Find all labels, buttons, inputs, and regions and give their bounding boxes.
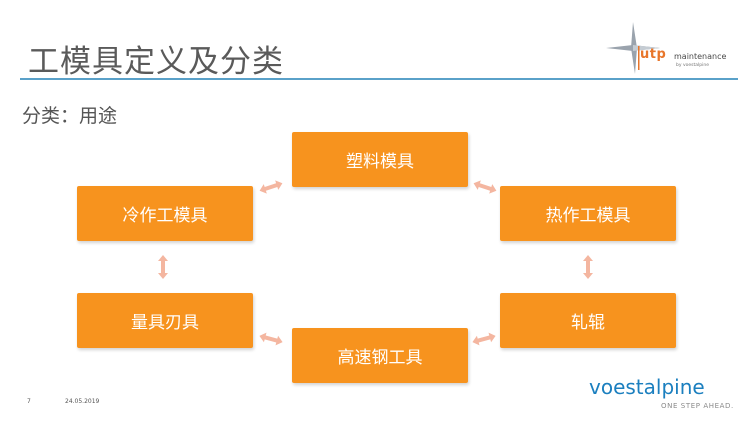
double-arrow-icon	[583, 255, 593, 279]
utp-logo-text: utp	[640, 47, 667, 62]
voestalpine-tagline: ONE STEP AHEAD.	[661, 402, 734, 410]
slide-title: 工模具定义及分类	[28, 44, 284, 80]
node-plastic-mold: 塑料模具	[292, 132, 468, 187]
double-arrow-icon	[473, 180, 497, 194]
node-hot-work-tool: 热作工模具	[500, 186, 676, 241]
page-number: 7	[27, 398, 31, 405]
node-cold-work-tool: 冷作工模具	[77, 186, 253, 241]
double-arrow-icon	[259, 180, 283, 194]
node-measuring-cutting-tool: 量具刃具	[77, 293, 253, 348]
slide-date: 24.05.2019	[65, 398, 100, 405]
node-hss-tool: 高速钢工具	[292, 328, 468, 383]
double-arrow-icon	[472, 332, 496, 346]
double-arrow-icon	[158, 255, 168, 279]
utp-logo-mark-icon	[606, 22, 660, 74]
utp-logo-byline: by voestalpine	[676, 63, 709, 68]
voestalpine-logo: voestalpine	[589, 375, 705, 399]
title-divider	[20, 78, 738, 80]
node-rolls: 轧辊	[500, 293, 676, 348]
slide-subtitle: 分类：用途	[22, 105, 118, 127]
double-arrow-icon	[259, 332, 283, 346]
utp-logo-subtext: maintenance	[674, 52, 727, 61]
